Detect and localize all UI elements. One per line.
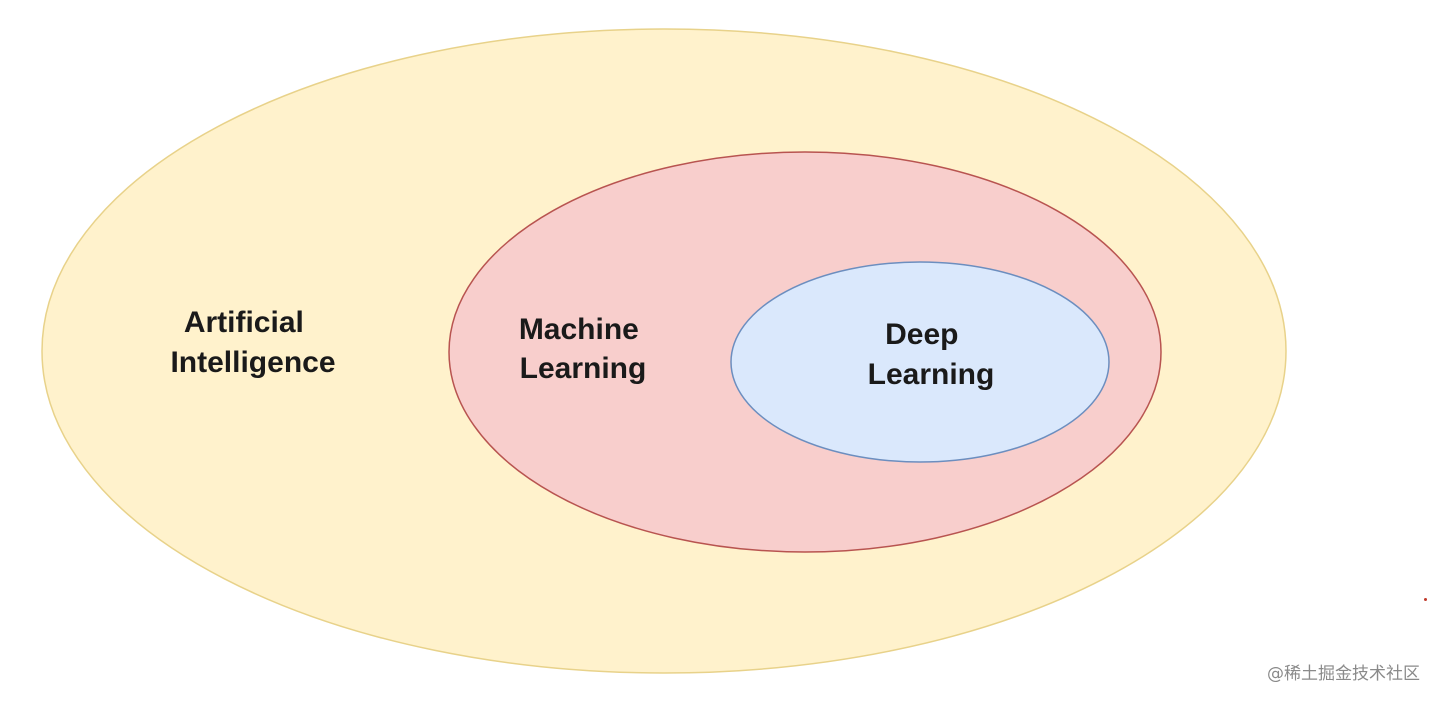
ai-label-line-2: Intelligence [170,346,335,379]
ai-label-line-1: Artificial [184,306,304,339]
watermark-text: @稀土掘金技术社区 [1267,664,1420,684]
dl-label: Deep Learning [868,318,995,391]
ml-label-line-1: Machine [519,313,639,346]
dl-label-line-2: Learning [868,358,995,391]
ml-label-line-2: Learning [520,352,647,385]
ai-label: Artificial Intelligence [170,306,335,379]
stray-dot [1424,598,1427,601]
ml-label: Machine Learning [519,313,647,385]
dl-ellipse [730,261,1110,463]
dl-label-line-1: Deep [885,318,958,351]
